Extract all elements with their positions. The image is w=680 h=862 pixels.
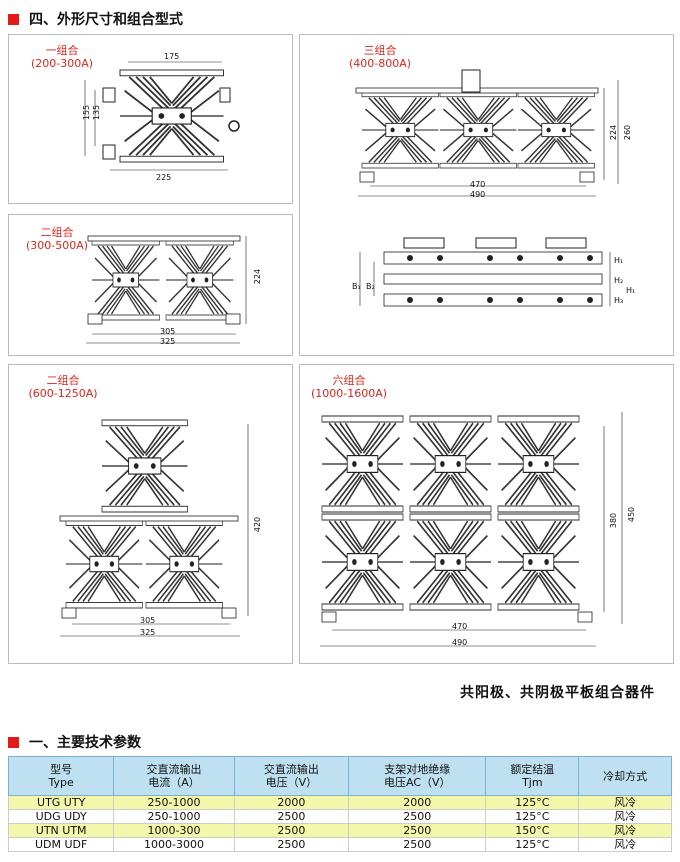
dim-label: 155 bbox=[82, 104, 92, 121]
table-cell: UDM UDF bbox=[7, 837, 115, 852]
table-cell: 2500 bbox=[348, 823, 487, 838]
panel-name: 二组合 bbox=[46, 374, 80, 387]
technical-drawings bbox=[59, 61, 623, 647]
dim-label: 225 bbox=[156, 173, 172, 182]
dimension-labels: 175 225 155 135 305 325 224 470 490 224 … bbox=[82, 52, 637, 647]
drawing-six-group bbox=[320, 412, 623, 647]
section-title: 四、外形尺寸和组合型式 bbox=[29, 12, 183, 28]
dim-label: 224 bbox=[609, 124, 619, 141]
table-cell: UTN UTM bbox=[7, 823, 115, 838]
table-cell: 250-1000 bbox=[113, 809, 235, 824]
table-cell: 2500 bbox=[233, 823, 350, 838]
dim-label: 325 bbox=[160, 337, 176, 346]
dim-label: 260 bbox=[623, 124, 633, 141]
table-cell: 2500 bbox=[233, 837, 350, 852]
table-cell: 2000 bbox=[348, 795, 487, 810]
dim-label: H₁ bbox=[614, 256, 624, 265]
table-cell: 1000-3000 bbox=[113, 837, 235, 852]
table-cell: 1000-300 bbox=[113, 823, 235, 838]
dim-label: 420 bbox=[253, 516, 263, 533]
dim-label: 175 bbox=[164, 52, 180, 61]
panel-name: 二组合 bbox=[40, 226, 74, 239]
dim-label: B₂ bbox=[366, 282, 375, 291]
table-cell: 125°C bbox=[485, 837, 580, 852]
panel-two-group-small bbox=[8, 214, 293, 356]
table-cell: 风冷 bbox=[578, 809, 672, 824]
section-title: 一、主要技术参数 bbox=[29, 735, 141, 751]
panel-range: (400-800A) bbox=[348, 57, 412, 70]
panel-label: 二组合(300-500A) bbox=[12, 226, 102, 252]
red-square-icon bbox=[8, 13, 19, 25]
dim-label: 490 bbox=[470, 190, 486, 199]
dim-label: 490 bbox=[452, 638, 468, 647]
panel-name: 一组合 bbox=[45, 44, 79, 57]
dim-label: B₁ bbox=[352, 282, 361, 291]
drawing-three-group-side bbox=[359, 237, 611, 307]
figure-caption: 共阳极、共阴极平板组合器件 bbox=[460, 685, 655, 701]
col-header: 交直流输出电压（V） bbox=[233, 756, 350, 796]
drawing-three-group bbox=[355, 69, 619, 197]
panel-range: (200-300A) bbox=[30, 57, 94, 70]
table-cell: 125°C bbox=[485, 795, 580, 810]
table-cell: 风冷 bbox=[578, 837, 672, 852]
table-cell: UDG UDY bbox=[7, 809, 115, 824]
dim-label: H₁ bbox=[626, 286, 636, 295]
panel-label: 三组合(400-800A) bbox=[340, 44, 420, 70]
dim-label: H₃ bbox=[614, 296, 624, 305]
table-cell: 2000 bbox=[233, 795, 350, 810]
table-cell: 2500 bbox=[348, 809, 487, 824]
table-cell: 风冷 bbox=[578, 823, 672, 838]
dim-label: 305 bbox=[140, 616, 156, 625]
col-header: 冷却方式 bbox=[578, 756, 672, 796]
dim-label: 305 bbox=[160, 327, 176, 336]
panel-one-group bbox=[8, 34, 293, 204]
table-cell: 250-1000 bbox=[113, 795, 235, 810]
drawing-one-group bbox=[84, 61, 240, 171]
panel-name: 三组合 bbox=[363, 44, 397, 57]
dim-label: 470 bbox=[452, 622, 468, 631]
panel-range: (600-1250A) bbox=[28, 387, 98, 400]
table-cell: UTG UTY bbox=[7, 795, 115, 810]
dim-label: 135 bbox=[92, 104, 102, 121]
panel-name: 六组合 bbox=[332, 374, 366, 387]
col-header: 交直流输出电流（A） bbox=[113, 756, 235, 796]
dim-label: 450 bbox=[627, 506, 637, 523]
dim-label: H₂ bbox=[614, 276, 624, 285]
red-square-icon bbox=[8, 736, 19, 748]
table-cell: 风冷 bbox=[578, 795, 672, 810]
panel-range: (1000-1600A) bbox=[310, 387, 388, 400]
dim-label: 224 bbox=[253, 268, 263, 285]
dim-label: 325 bbox=[140, 628, 156, 637]
dim-label: 380 bbox=[609, 512, 619, 529]
drawing-two-group-small bbox=[86, 235, 247, 344]
panel-range: (300-500A) bbox=[25, 239, 89, 252]
table-cell: 150°C bbox=[485, 823, 580, 838]
table-cell: 2500 bbox=[348, 837, 487, 852]
panel-two-group-large bbox=[8, 364, 293, 664]
col-header: 支架对地绝缘电压AC（V） bbox=[348, 756, 487, 796]
panel-label: 一组合(200-300A) bbox=[22, 44, 102, 70]
panel-label: 六组合(1000-1600A) bbox=[304, 374, 394, 400]
table-cell: 2500 bbox=[233, 809, 350, 824]
section-header-specs: 一、主要技术参数 bbox=[8, 732, 141, 752]
dim-label: 470 bbox=[470, 180, 486, 189]
drawing-two-group-large bbox=[59, 419, 249, 637]
section-header-dimensions: 四、外形尺寸和组合型式 bbox=[8, 9, 183, 29]
table-cell: 125°C bbox=[485, 809, 580, 824]
panel-label: 二组合(600-1250A) bbox=[18, 374, 108, 400]
